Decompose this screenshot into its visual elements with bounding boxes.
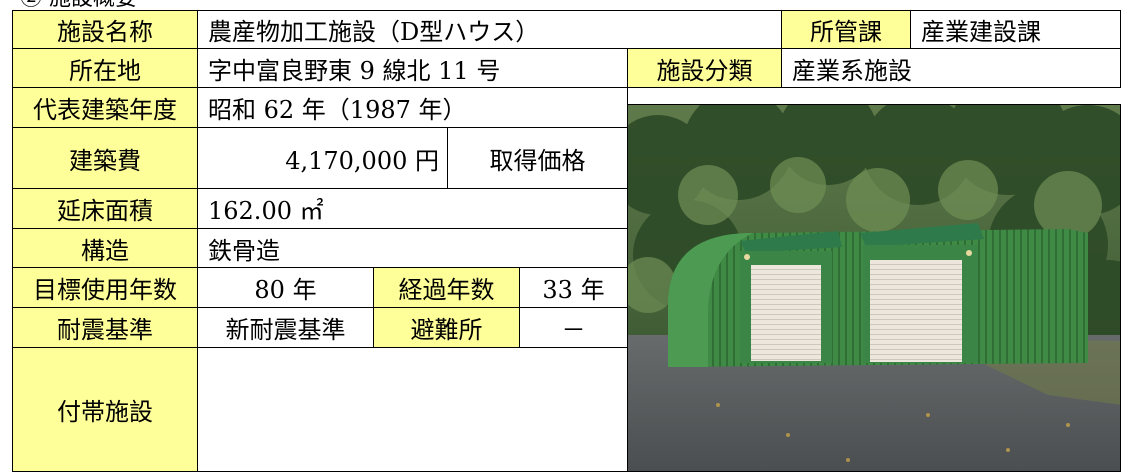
facility-photo bbox=[627, 104, 1121, 472]
seismic-value: 新耐震基準 bbox=[197, 307, 374, 348]
facility-name-label: 施設名称 bbox=[12, 10, 198, 49]
floor-area-label: 延床面積 bbox=[12, 188, 198, 229]
construction-cost-label: 建築費 bbox=[12, 127, 198, 189]
category-label: 施設分類 bbox=[627, 48, 782, 88]
structure-label: 構造 bbox=[12, 228, 198, 268]
shelter-label: 避難所 bbox=[373, 307, 520, 348]
ancillary-value bbox=[197, 347, 628, 472]
facility-name-value: 農産物加工施設（D型ハウス） bbox=[197, 10, 782, 49]
built-year-label: 代表建築年度 bbox=[12, 87, 198, 128]
construction-cost-value: 4,170,000 円 bbox=[197, 127, 448, 189]
ancillary-label: 付帯施設 bbox=[12, 347, 198, 472]
section-heading: ② 施設概要 bbox=[20, 0, 137, 12]
location-label: 所在地 bbox=[12, 48, 198, 88]
department-label: 所管課 bbox=[781, 10, 911, 49]
location-value: 字中富良野東 9 線北 11 号 bbox=[197, 48, 628, 88]
acquisition-price-label: 取得価格 bbox=[447, 127, 628, 189]
department-value: 産業建設課 bbox=[910, 10, 1121, 49]
structure-value: 鉄骨造 bbox=[197, 228, 628, 268]
floor-area-value: 162.00 ㎡ bbox=[197, 188, 628, 229]
category-value: 産業系施設 bbox=[781, 48, 1121, 88]
facility-photo-image bbox=[628, 105, 1120, 471]
elapsed-years-value: 33 年 bbox=[519, 267, 628, 308]
target-life-value: 80 年 bbox=[197, 267, 374, 308]
elapsed-years-label: 経過年数 bbox=[373, 267, 520, 308]
built-year-value: 昭和 62 年（1987 年） bbox=[197, 87, 628, 128]
seismic-label: 耐震基準 bbox=[12, 307, 198, 348]
shelter-value: － bbox=[519, 307, 628, 348]
target-life-label: 目標使用年数 bbox=[12, 267, 198, 308]
